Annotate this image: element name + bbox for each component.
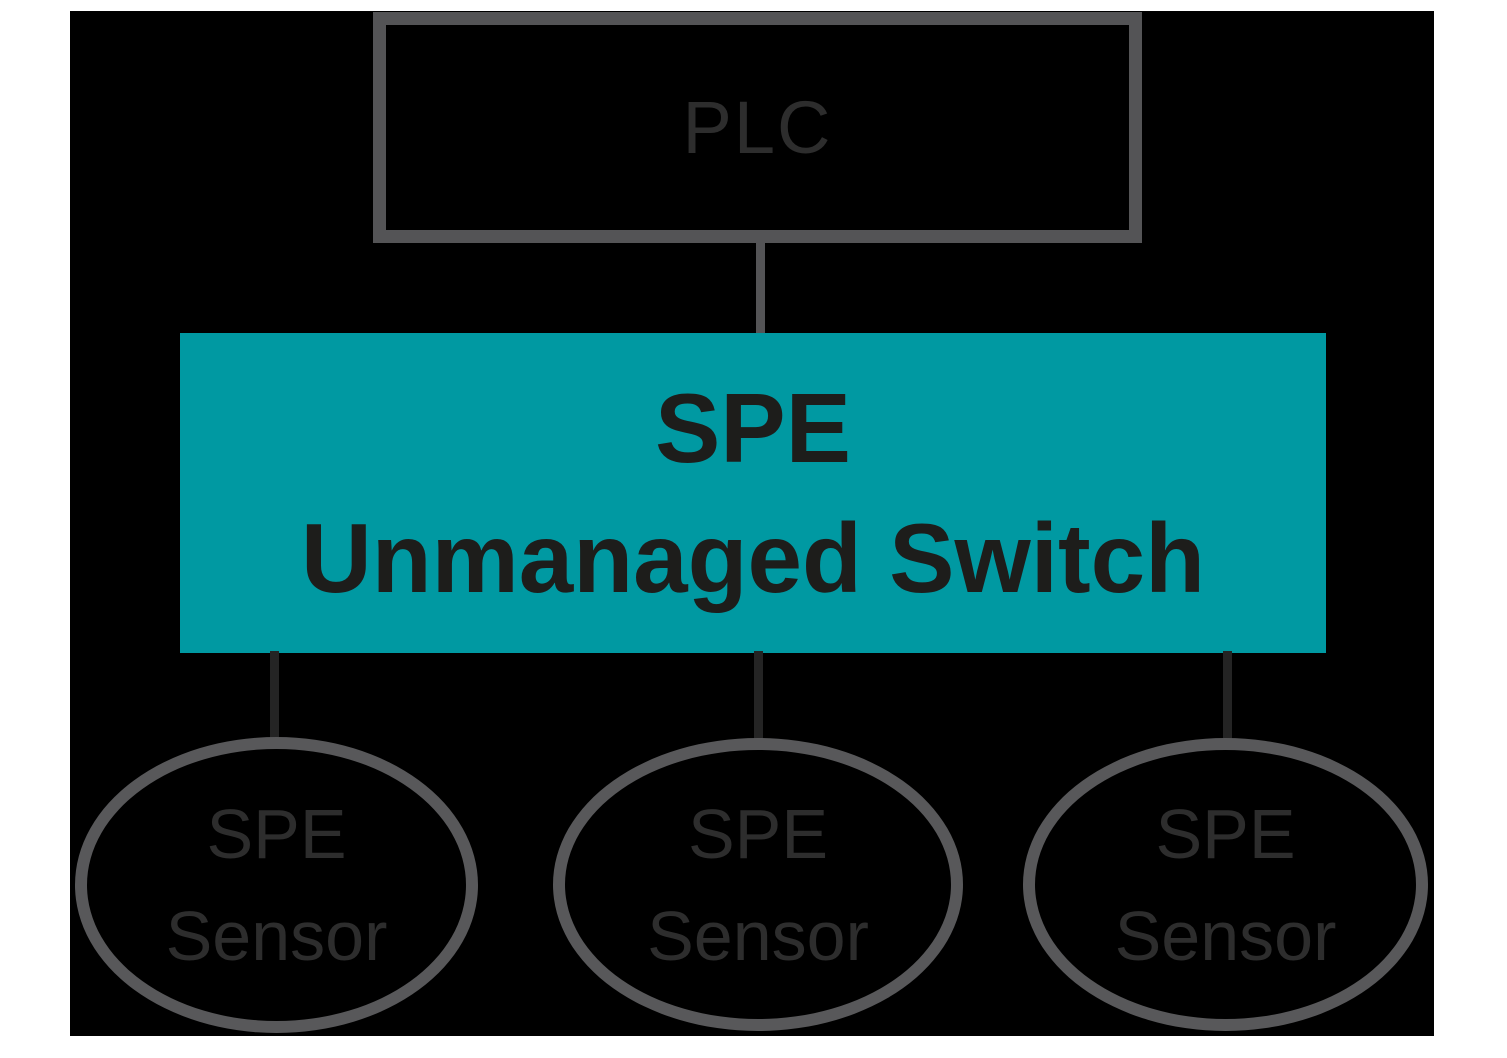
spe-sensor-node-1: SPE Sensor: [75, 737, 478, 1033]
spe-sensor-node-3: SPE Sensor: [1023, 738, 1428, 1031]
plc-node: PLC: [373, 12, 1142, 243]
sensor1-label-line2: Sensor: [165, 897, 388, 975]
spe-sensor-node-2: SPE Sensor: [553, 738, 963, 1031]
plc-label: PLC: [682, 86, 833, 169]
switch-to-sensor2-connector-line: [754, 651, 763, 746]
switch-to-sensor3-connector-line: [1223, 651, 1232, 746]
spe-unmanaged-switch-node: SPE Unmanaged Switch: [180, 333, 1326, 653]
switch-to-sensor1-connector-line: [270, 651, 279, 746]
switch-label-line1: SPE: [654, 373, 852, 483]
sensor3-label-line1: SPE: [1155, 794, 1296, 873]
sensor1-label-line1: SPE: [206, 795, 347, 873]
spe-network-topology-diagram: PLC SPE Unmanaged Switch SPE Sensor SPE …: [70, 11, 1434, 1036]
sensor2-label-line2: Sensor: [647, 896, 869, 975]
sensor2-label-line1: SPE: [687, 794, 829, 873]
sensor3-label-line2: Sensor: [1114, 896, 1337, 975]
switch-label-line2: Unmanaged Switch: [301, 503, 1205, 613]
plc-to-switch-connector-line: [756, 241, 765, 334]
